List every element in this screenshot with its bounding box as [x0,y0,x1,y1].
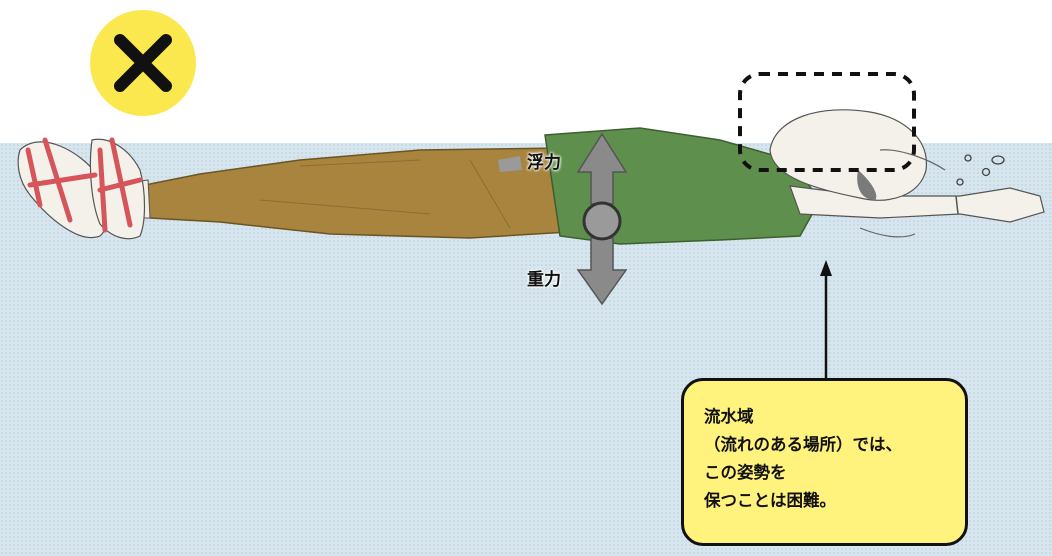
buoyancy-label: 浮力 [527,153,561,173]
pants [139,147,569,239]
feet [17,137,146,240]
callout-line: 保つことは困難。 [704,491,836,510]
callout-line: 流水域 [704,407,754,426]
head [769,109,946,238]
sandal-straps [25,137,143,233]
callout-box: 流水域 （流れのある場所）では、 この姿勢を 保つことは困難。 [681,378,968,546]
pointer-arrow [820,260,832,380]
bubbles [956,154,1005,186]
cross-icon [114,34,172,92]
callout-line: この姿勢を [704,463,787,482]
force-arrows [576,132,628,306]
callout-line: （流れのある場所）では、 [704,435,902,454]
arm [789,185,1045,223]
wrong-mark [90,10,196,116]
center-of-mass [582,201,622,241]
gravity-label: 重力 [527,270,561,290]
gravity-arrow [576,237,628,306]
